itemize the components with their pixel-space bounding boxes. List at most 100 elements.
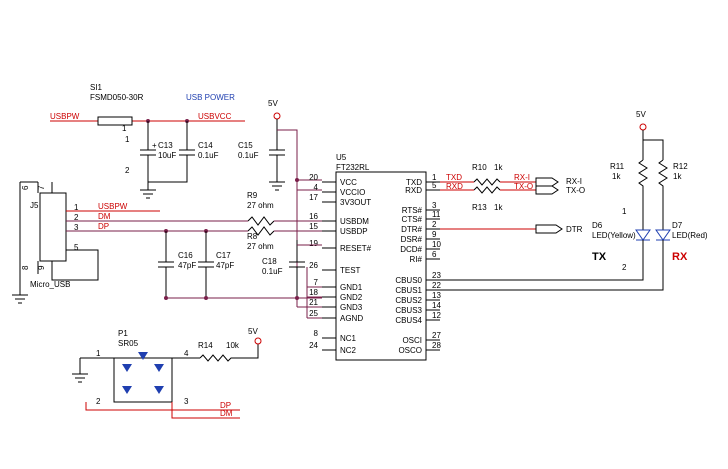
ic-pin-name: USBDP xyxy=(340,227,368,236)
power-5v-tvs-label: 5V xyxy=(248,327,258,336)
c17-value: 47pF xyxy=(216,261,234,270)
dtr-port-symbol xyxy=(535,224,563,234)
r11-ref: R11 xyxy=(610,162,625,171)
c14-value: 0.1uF xyxy=(198,151,219,160)
ic-pin-name: CTS# xyxy=(402,215,423,224)
connector-pin2: 2 xyxy=(74,213,79,222)
net-tx-o: TX-O xyxy=(514,182,533,191)
tvs-section: P1 SR05 1 4 2 3 R14 10k 5V DP DM xyxy=(72,327,262,419)
led-tx-label: TX xyxy=(592,251,607,263)
r14-value: 10k xyxy=(226,341,240,350)
ic-pin-name: TEST xyxy=(340,266,361,275)
net-dp: DP xyxy=(98,222,109,231)
power-5v-label: 5V xyxy=(268,99,278,108)
r13-ref: R13 xyxy=(472,203,487,212)
d6-pin2: 2 xyxy=(622,263,627,272)
r13-symbol xyxy=(473,186,501,194)
tvs-data-wire xyxy=(85,402,240,419)
c13-pin1: 1 xyxy=(125,135,130,144)
net-usbvcc: USBVCC xyxy=(198,112,232,121)
net-dp-tvs: DP xyxy=(220,401,231,410)
ic-pin-number: 20 xyxy=(309,173,318,182)
ic-ref: U5 xyxy=(336,153,347,162)
ic-pin-number: 8 xyxy=(314,329,319,338)
ic-pin-name: CBUS0 xyxy=(395,276,422,285)
ic-pin-name: CBUS3 xyxy=(395,306,422,315)
serial-lines: TXD RXD R10 1k R13 1k RX-I TX-O RX-I TX-… xyxy=(440,163,585,234)
c14-ref: C14 xyxy=(198,141,213,150)
c16-value: 47pF xyxy=(178,261,196,270)
c13-pin2: 2 xyxy=(125,166,130,175)
ic-pin-number: 3 xyxy=(432,201,437,210)
power-5v-terminal xyxy=(273,112,281,120)
led-cathode-wire xyxy=(440,240,664,291)
junction xyxy=(295,296,299,300)
vcc-section: 5V C15 0.1uF C18 0.1uF xyxy=(238,99,322,307)
c13-value: 10uF xyxy=(158,151,176,160)
r11-symbol xyxy=(638,159,648,210)
ic-pin-number: 27 xyxy=(432,331,441,340)
tvs-part: SR05 xyxy=(118,339,139,348)
ic-pin-number: 21 xyxy=(309,298,318,307)
ic-pin-name: TXD xyxy=(406,178,422,187)
junction xyxy=(295,178,299,182)
tvs-pin1: 1 xyxy=(96,349,101,358)
r9-ref: R9 xyxy=(247,191,258,200)
tvs-pin3: 3 xyxy=(184,397,189,406)
tvs-ground-wire xyxy=(72,357,200,383)
power-5v-terminal xyxy=(639,123,647,131)
c16-ref: C16 xyxy=(178,251,193,260)
r10-ref: R10 xyxy=(472,163,487,172)
r8-value: 27 ohm xyxy=(247,242,274,251)
c15-symbol xyxy=(269,119,285,191)
connector-ref: J5 xyxy=(30,201,39,210)
junction xyxy=(204,296,208,300)
connector-pin7: 7 xyxy=(37,185,46,190)
ic-left-pins: 20VCC4VCCIO173V3OUT16USBDM15USBDP19RESET… xyxy=(309,173,372,355)
c15-value: 0.1uF xyxy=(238,151,259,160)
ic-pin-number: 17 xyxy=(309,193,318,202)
ic-pin-name: NC2 xyxy=(340,346,357,355)
led-rx-label: RX xyxy=(672,251,688,263)
ic-pin-number: 19 xyxy=(309,239,318,248)
c17-ref: C17 xyxy=(216,251,231,260)
data-lines-wire xyxy=(66,220,248,232)
out-rx-i: RX-I xyxy=(566,177,582,186)
ic-pin-number: 9 xyxy=(432,230,437,239)
ic-pin-name: GND2 xyxy=(340,293,363,302)
d7-ref: D7 xyxy=(672,221,683,230)
ic-pin-name: CBUS4 xyxy=(395,316,422,325)
serial-wire xyxy=(440,181,474,191)
ic-pin-number: 22 xyxy=(432,281,441,290)
led-anode-wire xyxy=(642,210,664,230)
r14-ref: R14 xyxy=(198,341,213,350)
ic-pin-number: 13 xyxy=(432,291,441,300)
d7-value: LED(Red) xyxy=(672,231,708,240)
ic-pin-name: OSCO xyxy=(398,346,422,355)
ic-pin-name: USBDM xyxy=(340,217,369,226)
ic-pin-name: RXD xyxy=(405,186,422,195)
r12-symbol xyxy=(658,159,668,210)
c17-symbol xyxy=(198,231,214,298)
ic-pin-number: 1 xyxy=(432,173,437,182)
ic-pin-number: 24 xyxy=(309,341,318,350)
ic-pin-number: 26 xyxy=(309,261,318,270)
ic-pin-number: 2 xyxy=(432,220,437,229)
r9-value: 27 ohm xyxy=(247,201,274,210)
ic-pin-number: 10 xyxy=(432,240,441,249)
ic-pin-name: RESET# xyxy=(340,244,372,253)
d6-symbol xyxy=(635,229,651,241)
r8-ref: R8 xyxy=(247,232,258,241)
ic-pin-number: 12 xyxy=(432,311,441,320)
connector-name: Micro_USB xyxy=(30,280,70,289)
ic-pin-name: CBUS1 xyxy=(395,286,422,295)
connector-pin1: 1 xyxy=(74,203,79,212)
ic-pin-name: VCCIO xyxy=(340,188,365,197)
r10-symbol xyxy=(473,178,501,186)
d6-value: LED(Yellow) xyxy=(592,231,636,240)
micro-usb-connector: J5 6 7 8 9 Micro_USB 1 2 3 5 USBPW DM DP xyxy=(12,181,248,304)
connector-shield-pins xyxy=(37,182,53,274)
net-txd: TXD xyxy=(446,173,462,182)
